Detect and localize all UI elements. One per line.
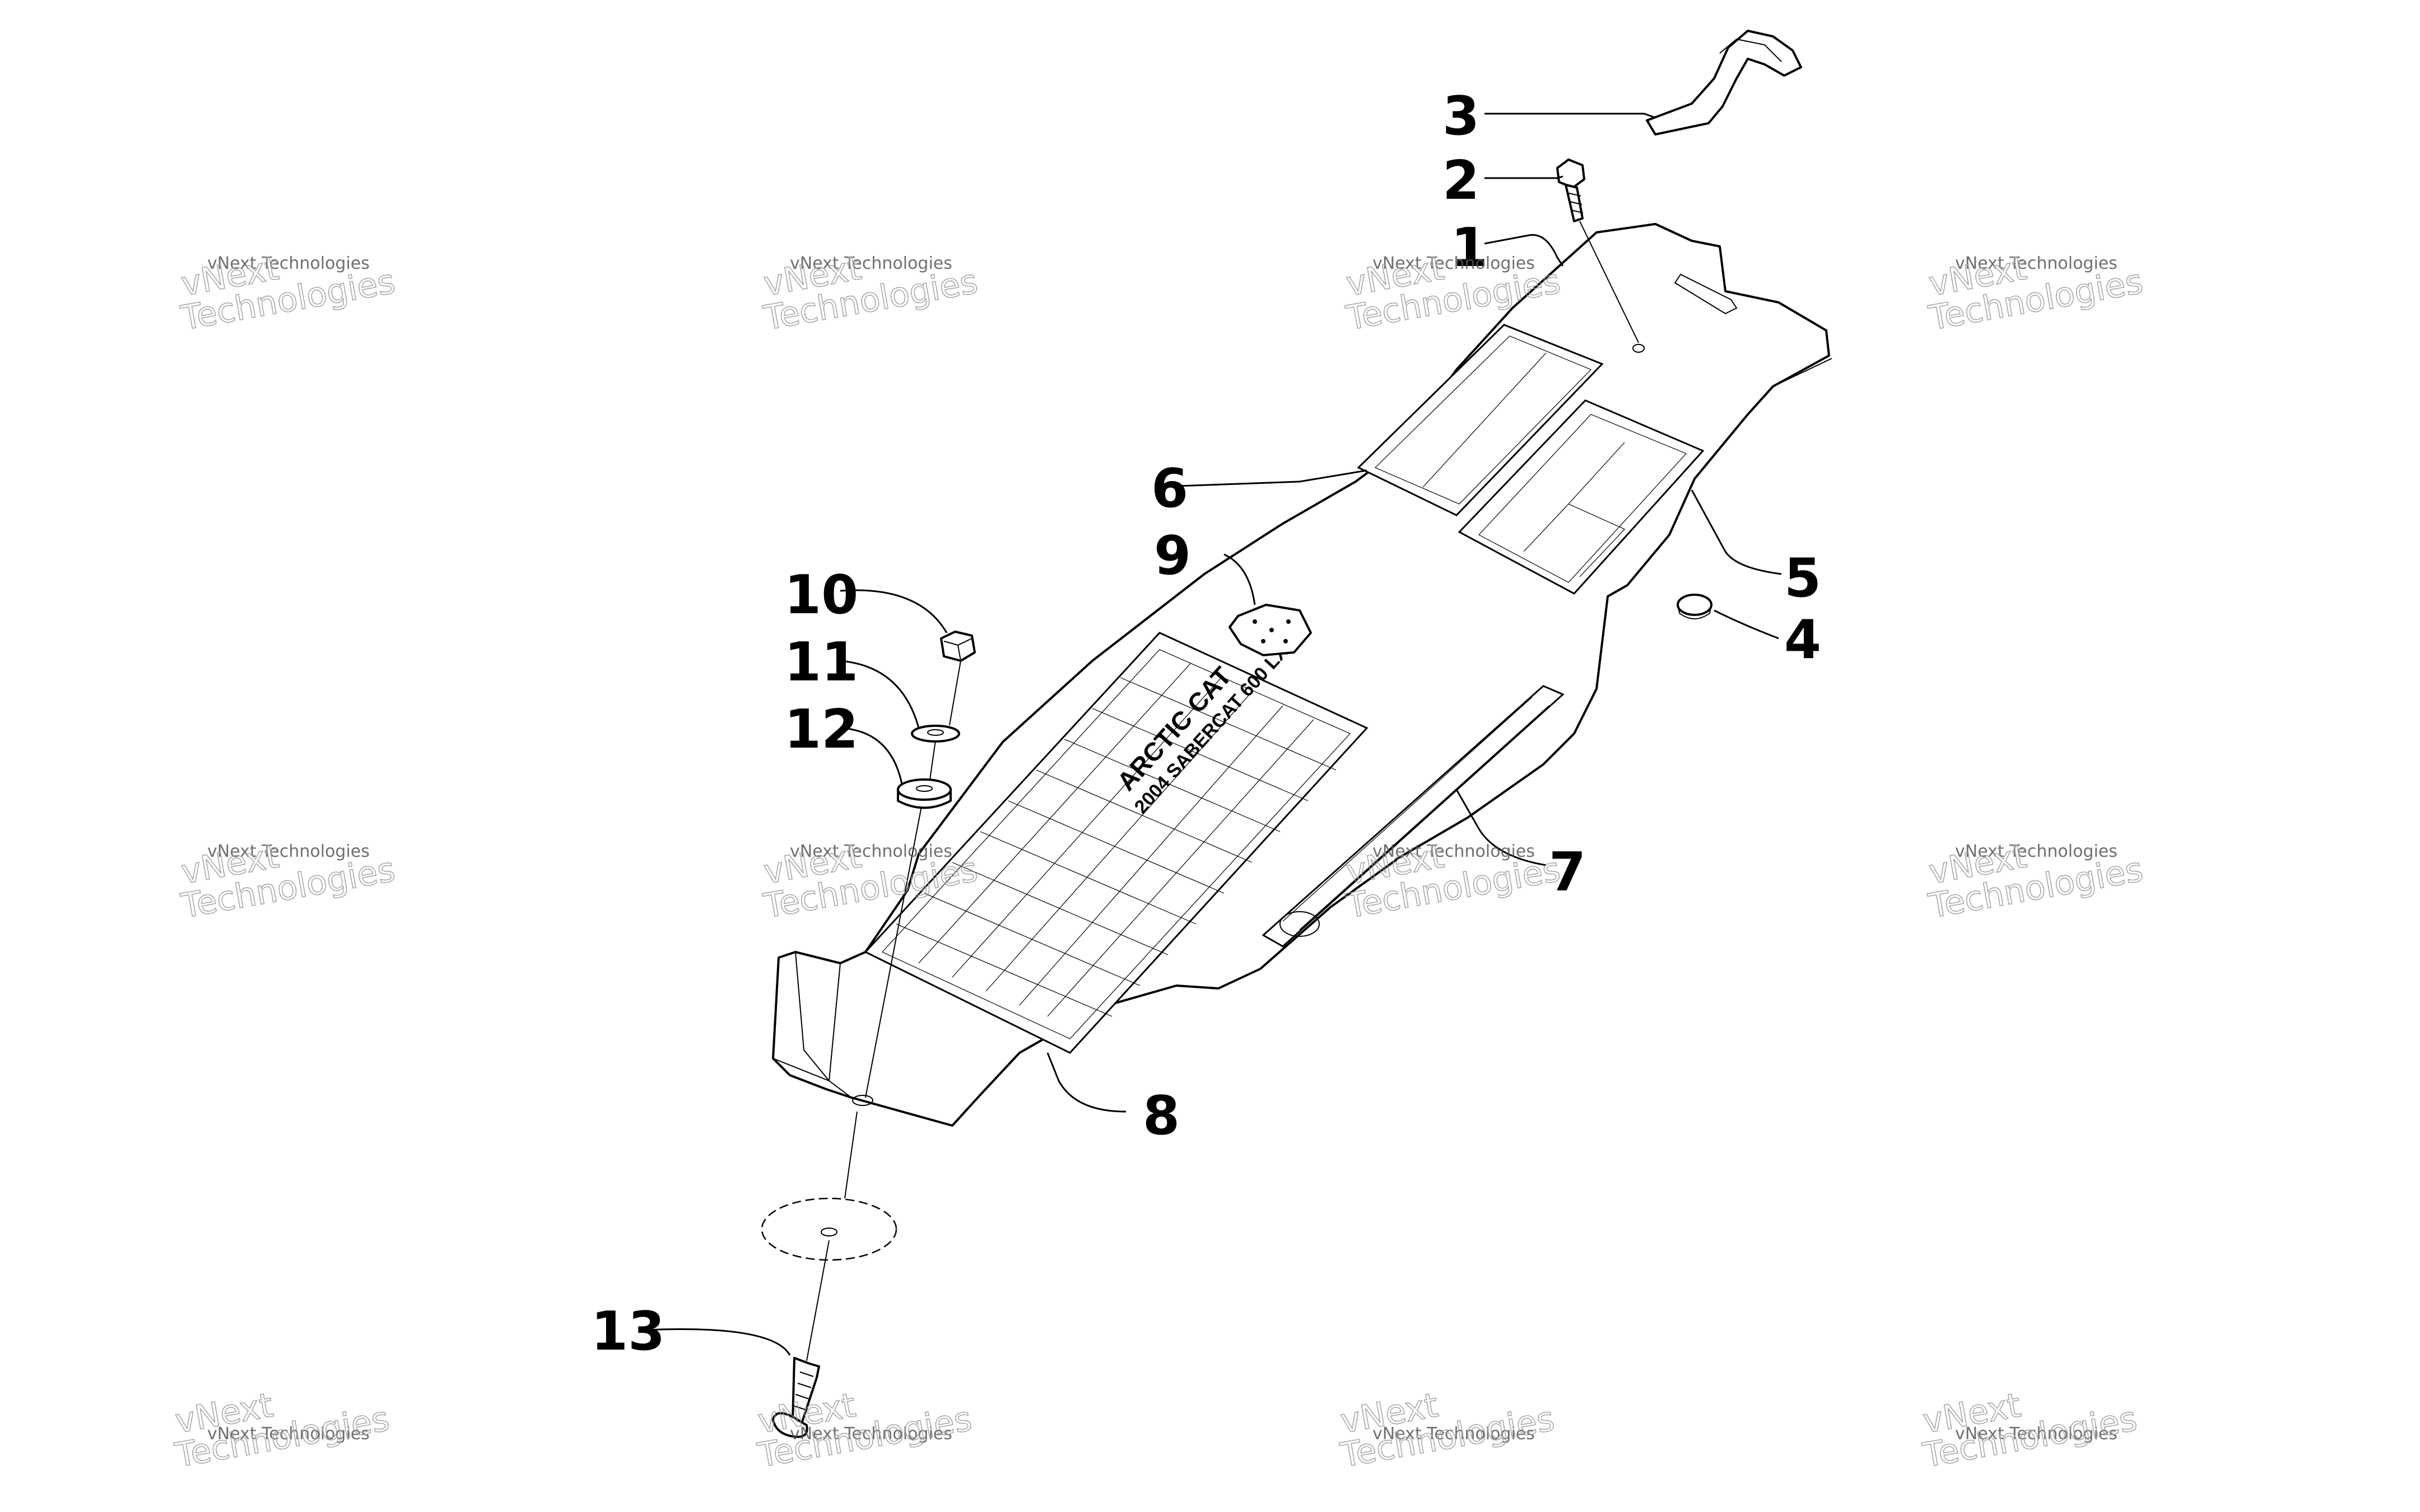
callout-9: 9 <box>1154 525 1191 587</box>
part-3-bracket <box>1646 30 1802 136</box>
mount-hole-front <box>852 1095 873 1106</box>
callout-4: 4 <box>1784 609 1821 671</box>
callout-3: 3 <box>1442 86 1479 147</box>
part-4-grommet <box>1677 594 1712 619</box>
acp-badge <box>1279 911 1320 937</box>
callout-13: 13 <box>591 1301 665 1362</box>
info-decal: ARCTIC CAT 2004 SABERCAT 600 LX <box>864 632 1369 1054</box>
mount-hole <box>1632 344 1645 353</box>
hole-reference <box>761 1197 897 1261</box>
watermark-text: vNext Technologies <box>1372 254 1535 273</box>
watermark-text: vNext Technologies <box>1955 254 2118 273</box>
watermark-text: vNext Technologies <box>207 1424 370 1444</box>
part-12-spacer <box>897 778 952 809</box>
callout-12: 12 <box>784 699 858 760</box>
part-9-patch <box>1228 604 1312 656</box>
watermark-text: vNext Technologies <box>1372 1424 1535 1444</box>
part-10-nut <box>940 631 976 662</box>
tray-body <box>772 223 1832 1127</box>
watermark-text: vNext Technologies <box>790 254 952 273</box>
warning-decal-lower <box>1458 399 1705 595</box>
callout-11: 11 <box>784 632 858 693</box>
callout-2: 2 <box>1442 150 1479 212</box>
warning-decal-upper <box>1357 324 1604 516</box>
callout-7: 7 <box>1549 842 1586 903</box>
callout-6: 6 <box>1151 458 1188 520</box>
watermark-text: vNext Technologies <box>790 842 952 861</box>
part-2-bolt <box>1556 158 1639 343</box>
watermark-text: vNext Technologies <box>1955 842 2118 861</box>
watermark-text: vNext Technologies <box>207 842 370 861</box>
callout-10: 10 <box>784 564 858 626</box>
part-13-screw <box>772 1357 820 1438</box>
callout-5: 5 <box>1784 548 1821 609</box>
watermark-text: vNext Technologies <box>207 254 370 273</box>
callout-8: 8 <box>1143 1085 1180 1147</box>
part-11-washer <box>911 725 960 743</box>
callouts: 1 2 3 4 5 6 7 8 9 10 11 12 13 <box>591 86 1821 1362</box>
side-decal <box>1262 685 1565 948</box>
watermark-text: vNext Technologies <box>1955 1424 2118 1444</box>
watermark-text: vNext Technologies <box>790 1424 952 1444</box>
leader-lines <box>644 113 1782 1356</box>
callout-1: 1 <box>1451 217 1488 279</box>
watermark-text: vNext Technologies <box>1372 842 1535 861</box>
